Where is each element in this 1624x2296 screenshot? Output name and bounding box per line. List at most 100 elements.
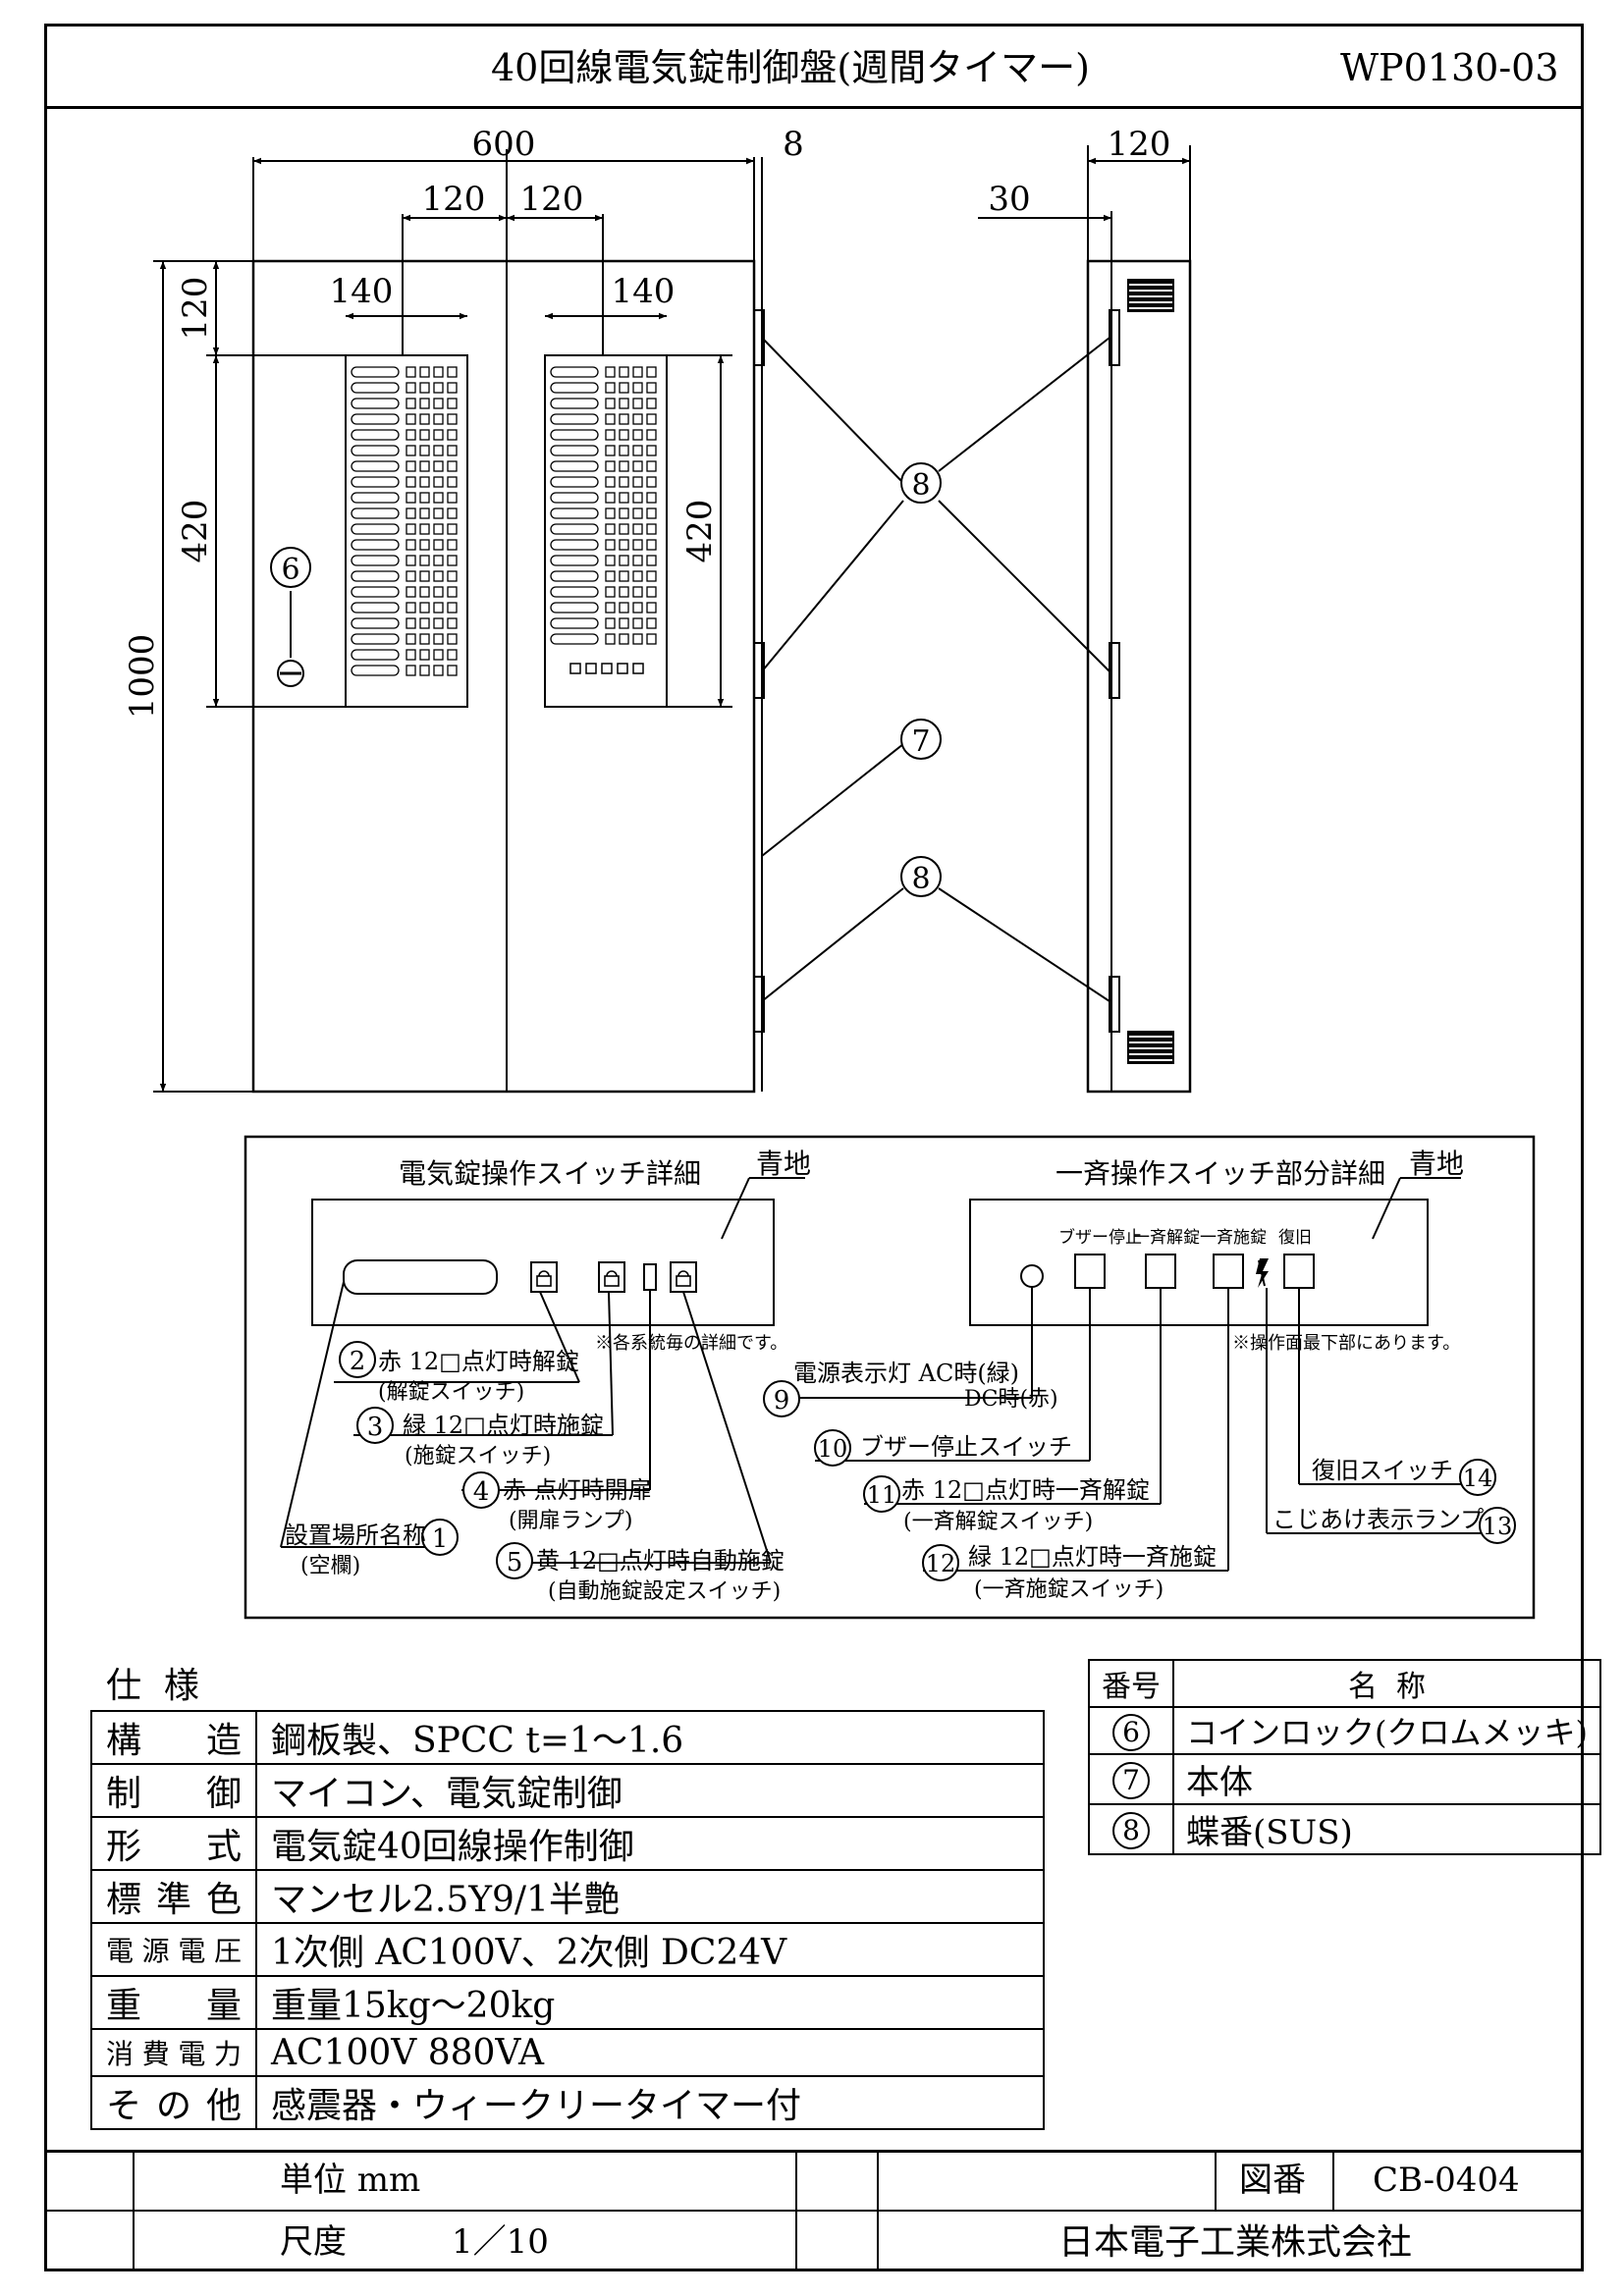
- switch-cell: [433, 539, 444, 551]
- left-panel-switch-rows: [351, 366, 458, 676]
- padlock-icon: [606, 1270, 618, 1277]
- switch-cell: [406, 445, 416, 456]
- switch-cell: [605, 633, 616, 645]
- parts-name: 本体: [1172, 1753, 1601, 1805]
- company-name: 日本電子工業株式会社: [1058, 2222, 1413, 2263]
- switch-cell: [433, 602, 444, 614]
- switch-cell: [632, 429, 643, 441]
- name-slot: [351, 507, 400, 519]
- switch-cell: [632, 413, 643, 425]
- group-note: ※操作面最下部にあります。: [1232, 1333, 1460, 1354]
- left-switch-panel: [345, 354, 468, 708]
- switch-cell: [406, 460, 416, 472]
- switch-cell: [433, 398, 444, 409]
- callout-8a: 8: [911, 468, 930, 503]
- switch-cell: [605, 539, 616, 551]
- switch-cell: [447, 398, 458, 409]
- dim-left-120: 120: [422, 180, 486, 219]
- name-slot: [351, 617, 400, 629]
- item-9-num: 9: [774, 1386, 790, 1415]
- dim-door-8: 8: [783, 125, 804, 164]
- switch-cell: [406, 382, 416, 394]
- switch-cell: [632, 539, 643, 551]
- item-12-line1: 緑 12□点灯時一斉施錠: [968, 1543, 1217, 1571]
- group-bg-label: 青地: [1409, 1148, 1464, 1180]
- drawing-title: 40回線電気錠制御盤(週間タイマー): [491, 46, 1091, 89]
- item-1-line1: 設置場所名称: [285, 1522, 426, 1549]
- switch-cell: [619, 460, 629, 472]
- switch-cell: [619, 586, 629, 598]
- item-1-line2: (空欄): [300, 1554, 360, 1578]
- switch-cell: [433, 460, 444, 472]
- switch-cell: [433, 586, 444, 598]
- switch-cell: [419, 460, 430, 472]
- buzzer-stop-switch: [1074, 1254, 1106, 1289]
- name-slot: [550, 507, 599, 519]
- switch-cell: [419, 429, 430, 441]
- name-slot: [351, 665, 400, 676]
- switch-cell: [433, 570, 444, 582]
- switch-cell: [406, 429, 416, 441]
- switch-cell: [632, 602, 643, 614]
- switch-cell: [447, 633, 458, 645]
- switch-cell: [419, 617, 430, 629]
- switch-cell: [433, 555, 444, 566]
- item-2-line2: (解錠スイッチ): [378, 1380, 524, 1405]
- dim-top-120: 120: [176, 277, 215, 341]
- spec-key: 形式: [90, 1816, 257, 1871]
- switch-cell: [619, 602, 629, 614]
- spec-row: 制御マイコン、電気錠制御: [90, 1763, 1045, 1818]
- switch-cell: [447, 413, 458, 425]
- item-11-num: 11: [867, 1481, 897, 1509]
- scale-value: 1／10: [452, 2222, 549, 2262]
- name-slot: [550, 539, 599, 551]
- name-slot: [351, 492, 400, 504]
- name-slot: [550, 633, 599, 645]
- name-slot: [351, 398, 400, 409]
- switch-cell: [619, 507, 629, 519]
- switch-cell: [605, 398, 616, 409]
- switch-cell: [447, 523, 458, 535]
- switch-cell: [447, 539, 458, 551]
- reset-switch: [1283, 1254, 1315, 1289]
- title-block: [44, 2150, 1584, 2271]
- padlock-icon: [536, 1275, 552, 1287]
- spec-value: 電気錠40回線操作制御: [255, 1816, 1045, 1871]
- switch-cell: [406, 570, 416, 582]
- switch-cell: [632, 507, 643, 519]
- switch-cell: [433, 507, 444, 519]
- switch-cell: [406, 507, 416, 519]
- drawing-no-label: 図番: [1239, 2161, 1306, 2200]
- spec-key: 標準色: [90, 1869, 257, 1924]
- name-slot: [550, 617, 599, 629]
- switch-cell: [406, 633, 416, 645]
- item-3-line1: 緑 12□点灯時施錠: [403, 1412, 604, 1439]
- switch-cell: [406, 492, 416, 504]
- switch-cell: [605, 445, 616, 456]
- switch-cell: [419, 476, 430, 488]
- callout-7: 7: [911, 724, 930, 759]
- parts-col-name: 名 称: [1172, 1659, 1601, 1708]
- switch-cell: [632, 382, 643, 394]
- switch-cell: [433, 617, 444, 629]
- switch-cell: [619, 570, 629, 582]
- parts-header-row: 番号 名 称: [1088, 1659, 1601, 1708]
- switch-panel-face: [311, 1199, 775, 1326]
- switch-cell: [605, 413, 616, 425]
- switch-cell: [447, 366, 458, 378]
- item-11-line2: (一斉解錠スイッチ): [903, 1510, 1093, 1534]
- name-plate: [343, 1259, 498, 1295]
- item-9-line2: DC時(赤): [964, 1387, 1058, 1412]
- parts-row: 6 コインロック(クロムメッキ): [1088, 1706, 1601, 1755]
- switch-cell: [646, 460, 657, 472]
- dim-depth-120: 120: [1108, 125, 1171, 164]
- switch-cell: [406, 555, 416, 566]
- switch-cell: [433, 492, 444, 504]
- name-slot: [550, 570, 599, 582]
- switch-cell: [619, 366, 629, 378]
- switch-cell: [646, 445, 657, 456]
- item-1-num: 1: [432, 1524, 449, 1554]
- btn-label-unlock: 一斉解錠: [1133, 1228, 1200, 1248]
- switch-cell: [619, 555, 629, 566]
